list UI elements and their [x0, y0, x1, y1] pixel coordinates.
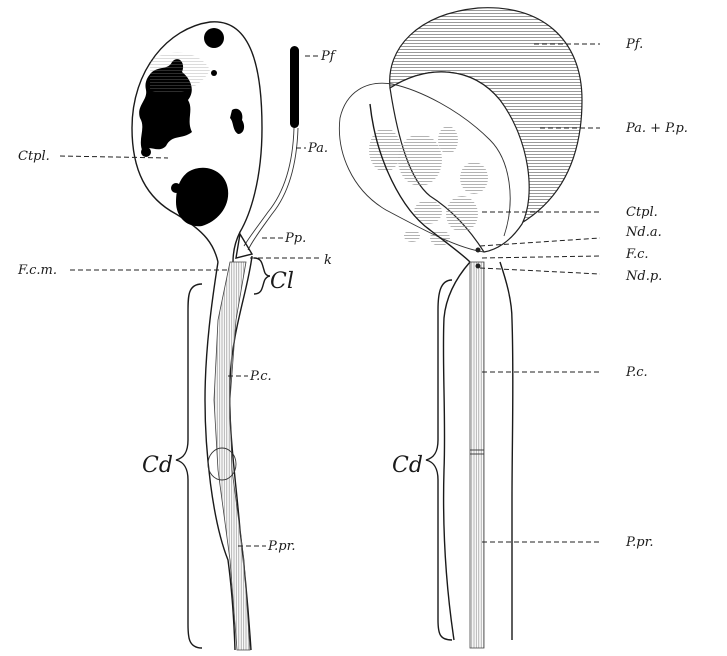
left-cl-brace	[254, 258, 270, 294]
left-pigment-spot-small-4	[141, 147, 151, 157]
left-pigment-spot-bottom	[176, 168, 228, 227]
left-label-pf: Pf	[320, 49, 337, 64]
left-label-pc: P.c.	[249, 369, 272, 384]
left-pf-bar	[290, 46, 299, 128]
left-label-pp: Pp.	[284, 231, 306, 246]
right-label-nda: Nd.a.	[625, 225, 662, 240]
right-specimen	[339, 8, 582, 648]
left-pigment-spot-small-2	[230, 109, 244, 134]
left-specimen	[132, 22, 299, 650]
left-label-k: k	[324, 253, 332, 268]
left-pigment-spot-small-5	[171, 183, 181, 193]
left-labels: Pf Pa. Ctpl. Pp. k F.c.m. Cl P.c. Cd P.p…	[17, 49, 337, 648]
left-label-cl: Cl	[270, 269, 294, 294]
right-label-ppr: P.pr.	[625, 535, 654, 550]
left-label-ctpl: Ctpl.	[18, 149, 50, 164]
right-node-p	[476, 264, 481, 269]
right-stalk-outline-right	[500, 262, 513, 640]
left-pa-thread	[244, 128, 294, 246]
left-cd-brace	[176, 284, 202, 648]
right-node-a	[476, 248, 481, 253]
right-label-fc: F.c.	[625, 247, 649, 262]
right-label-pc: P.c.	[625, 365, 648, 380]
right-label-ctpl: Ctpl.	[626, 205, 658, 220]
left-bell-speckle	[150, 53, 210, 94]
left-label-cd: Cd	[142, 453, 173, 478]
right-label-ndp: Nd.p.	[625, 269, 662, 284]
right-label-pa-pp: Pa. + P.p.	[625, 121, 688, 136]
right-stalk-column	[470, 262, 484, 648]
left-label-fcm: F.c.m.	[17, 263, 57, 278]
right-label-cd: Cd	[392, 453, 423, 478]
left-pigment-spot-top	[204, 28, 224, 48]
right-stalk-outline-left	[443, 262, 470, 640]
left-label-pa: Pa.	[307, 141, 328, 156]
left-label-ppr: P.pr.	[267, 539, 296, 554]
left-pigment-spot-small-1	[211, 70, 217, 76]
right-label-pf: Pf.	[625, 37, 643, 52]
